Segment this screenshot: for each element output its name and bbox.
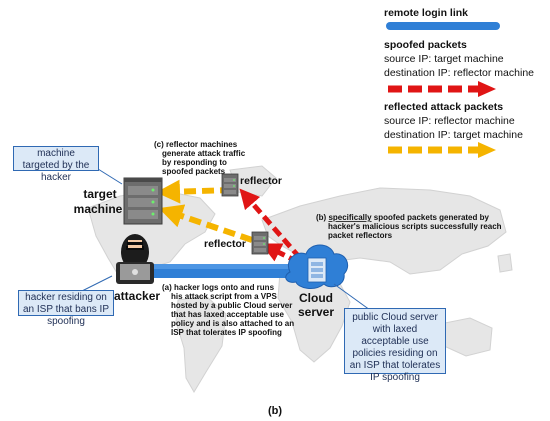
reflected-arrow-mid xyxy=(158,204,253,243)
note-b-underlined: specifically xyxy=(328,213,372,222)
reflector-mid-server-icon xyxy=(251,231,269,255)
cloud-callout-text: public Cloud server with laxed acceptabl… xyxy=(349,312,441,383)
hacker-callout-text: hacker residing on an ISP that bans IP s… xyxy=(23,292,109,327)
attacker-label: attacker xyxy=(114,289,160,303)
target-callout-connector xyxy=(97,168,123,185)
note-a: (a) hacker logs onto and runs his attack… xyxy=(162,283,294,337)
target-server-icon xyxy=(123,177,163,225)
legend-reflected-title: reflected attack packets xyxy=(384,101,503,113)
cloud-label-line1: Cloud xyxy=(299,291,333,305)
legend-spoofed-title: spoofed packets xyxy=(384,39,467,51)
note-a-line: policy and is also attached to an xyxy=(171,319,294,328)
cloud-label-line2: server xyxy=(298,305,334,319)
reflector-mid-label: reflector xyxy=(204,238,246,250)
note-c: (c) reflector machines generate attack t… xyxy=(154,140,246,176)
legend-spoofed-src: source IP: target machine xyxy=(384,53,504,65)
note-a-line: that has laxed acceptable use xyxy=(171,310,284,319)
hacker-icon xyxy=(116,234,154,284)
note-a-line: hosted by a public Cloud server xyxy=(171,301,292,310)
spoofed-arrow-top xyxy=(239,188,302,260)
legend-remote-login-swatch xyxy=(386,22,500,30)
legend-remote-login-label: remote login link xyxy=(384,7,468,19)
note-c-line: spoofed packets xyxy=(162,167,226,176)
legend: remote login link spoofed packets source… xyxy=(384,7,534,158)
note-c-line: (c) reflector machines xyxy=(154,140,238,149)
target-machine-label-line2: machine xyxy=(74,202,123,216)
legend-reflected-dst: destination IP: target machine xyxy=(384,129,523,141)
note-b: (b) specifically spoofed packets generat… xyxy=(316,213,502,240)
legend-spoofed-dst: destination IP: reflector machine xyxy=(384,67,534,79)
note-c-line: generate attack traffic xyxy=(162,149,246,158)
target-callout-text: machine targeted by the hacker xyxy=(22,148,90,183)
cloud-callout: public Cloud server with laxed acceptabl… xyxy=(344,308,446,383)
note-a-line: ISP that tolerates IP spoofing xyxy=(171,328,282,337)
cloud-callout-connector xyxy=(333,283,371,311)
reflected-arrow-top xyxy=(156,179,233,204)
note-b-line: packet reflectors xyxy=(328,231,393,240)
note-a-line: his attack script from a VPS xyxy=(171,292,277,301)
figure-label: (b) xyxy=(268,405,282,417)
hacker-callout-connector xyxy=(81,275,113,292)
legend-reflected-arrowhead xyxy=(478,142,496,158)
hacker-callout: hacker residing on an ISP that bans IP s… xyxy=(18,290,114,327)
reflector-top-label: reflector xyxy=(240,175,282,187)
note-a-line: (a) hacker logs onto and runs xyxy=(162,283,275,292)
legend-reflected-src: source IP: reflector machine xyxy=(384,115,515,127)
target-machine-label-line1: target xyxy=(83,187,116,201)
reflector-top-server-icon xyxy=(221,173,239,197)
remote-login-link xyxy=(145,264,300,278)
target-callout: machine targeted by the hacker xyxy=(13,146,99,183)
note-b-line: hacker's malicious scripts successfully … xyxy=(328,222,502,231)
cloud-server-icon xyxy=(285,244,349,289)
note-b-rest: spoofed packets generated by xyxy=(372,213,490,222)
note-c-line: by responding to xyxy=(162,158,227,167)
note-b-line1: (b) specifically spoofed packets generat… xyxy=(316,213,489,222)
legend-spoofed-arrowhead xyxy=(478,81,496,97)
